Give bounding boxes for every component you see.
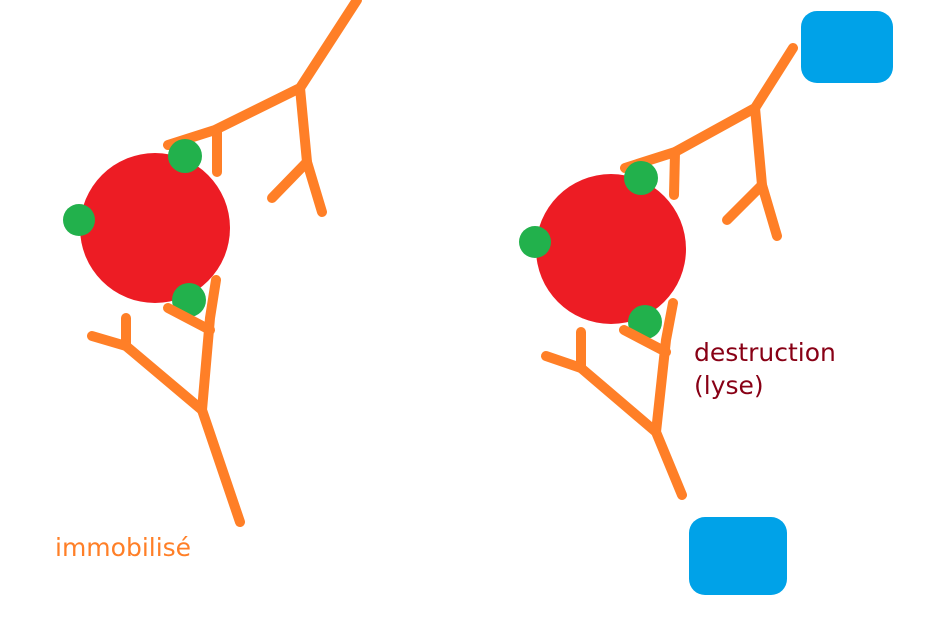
complement-protein-bottom — [689, 517, 787, 595]
right-panel — [519, 11, 893, 595]
antibody-upper-left — [163, 0, 362, 217]
antigen-right-side — [519, 226, 551, 258]
antigen-left-bottom — [172, 283, 206, 317]
antigen-right-bottom — [628, 305, 662, 339]
antibody-lower-right — [541, 298, 687, 500]
label-immobilised: immobilisé — [55, 533, 192, 562]
antigen-left-side — [63, 204, 95, 236]
antibody-upper-right — [620, 43, 798, 241]
antibody-lower-left — [87, 275, 245, 527]
antigen-right-top — [624, 161, 658, 195]
label-destruction-lysis: destruction (lyse) — [694, 338, 836, 400]
complement-protein-top — [801, 11, 893, 83]
antigen-left-top — [168, 139, 202, 173]
cell-right — [536, 174, 686, 324]
cell-left — [80, 153, 230, 303]
left-panel — [63, 0, 362, 527]
